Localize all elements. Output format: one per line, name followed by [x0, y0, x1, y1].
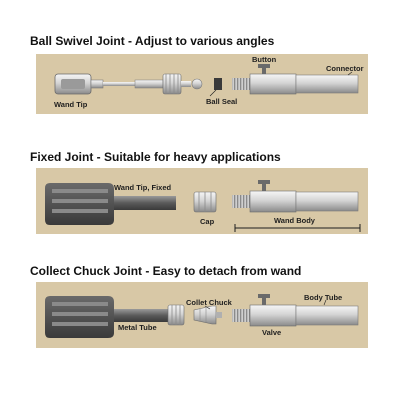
section-title-fixed-joint: Fixed Joint - Suitable for heavy applica… — [30, 150, 281, 164]
section-title-ball-swivel: Ball Swivel Joint - Adjust to various an… — [30, 34, 275, 48]
wand-tip-fixed-part — [45, 183, 176, 225]
label-connector: Connector — [326, 64, 364, 73]
metal-tube-part — [45, 296, 168, 338]
label-cap: Cap — [200, 217, 215, 226]
cap-part — [193, 191, 217, 213]
section-fixed-joint — [36, 168, 368, 234]
section-collect-chuck — [36, 282, 368, 348]
label-wand-tip: Wand Tip — [54, 100, 88, 109]
label-button: Button — [252, 55, 277, 64]
valve-part — [258, 294, 270, 305]
label-metal-tube: Metal Tube — [118, 323, 157, 332]
ball-seal-part — [214, 78, 222, 90]
connector-body-part — [232, 73, 359, 95]
label-wand-tip-fixed: Wand Tip, Fixed — [114, 183, 172, 192]
section-title-collect-chuck: Collect Chuck Joint - Easy to detach fro… — [30, 264, 302, 278]
label-valve: Valve — [262, 328, 282, 337]
wand-tip-part — [54, 73, 135, 95]
ball-icon — [191, 78, 203, 90]
button-part — [258, 64, 270, 74]
label-collet-chuck: Collet Chuck — [186, 298, 232, 307]
label-wand-body: Wand Body — [274, 216, 315, 225]
collet-chuck-part — [193, 305, 222, 325]
chuck-nut-part — [167, 304, 185, 326]
wand-body-dimension-line — [234, 224, 361, 232]
label-ball-seal: Ball Seal — [206, 97, 238, 106]
swivel-fitting-part — [134, 73, 203, 95]
label-body-tube: Body Tube — [304, 293, 343, 302]
section-ball-swivel — [36, 54, 368, 114]
wand-body-part — [232, 180, 359, 213]
body-tube-part — [232, 304, 359, 327]
